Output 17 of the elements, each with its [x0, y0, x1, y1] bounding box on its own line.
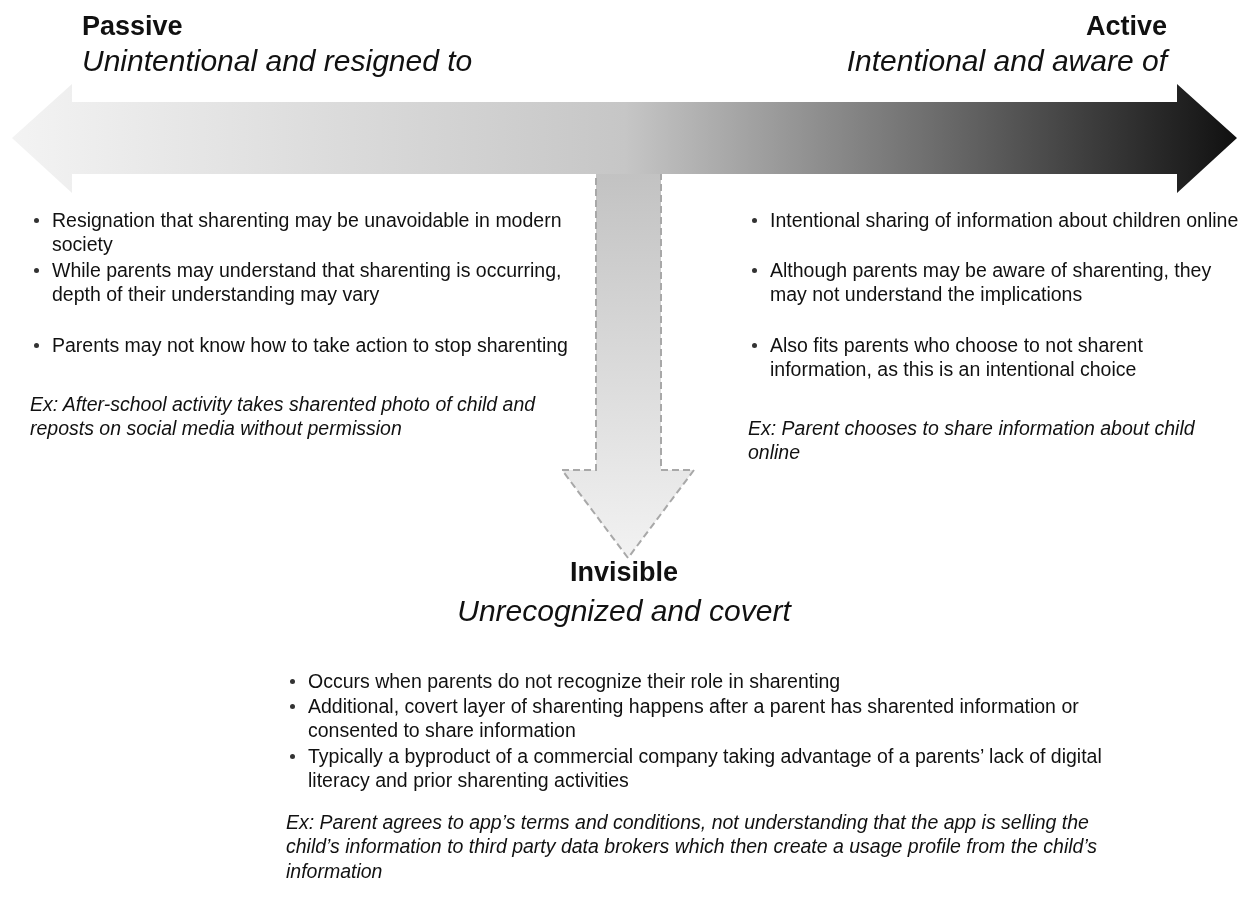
- subtitle: Unrecognized and covert: [456, 593, 793, 629]
- bullet-item: Occurs when parents do not recognize their role in sharenting: [286, 669, 1128, 694]
- example-text: Ex: After-school activity takes sharented photo of child and reposts on social media without permission: [30, 392, 537, 441]
- bullet-item: Although parents may be aware of sharenting, they may not understand the implications: [748, 258, 1249, 307]
- bullet-item: Typically a byproduct of a commercial company taking advantage of a parents’ lack of digital literacy and prior sharenting activities: [286, 744, 1128, 793]
- bullet-item: Also fits parents who choose to not sharent information, as this is an intentional choice: [748, 333, 1249, 382]
- example-text: Ex: Parent agrees to app’s terms and conditions, not understanding that the app is selling the child’s information to third party data brokers which then create a usage profile from the child’s information: [286, 810, 1099, 884]
- bullet-item: Additional, covert layer of sharenting happens after a parent has sharented information or consented to share information: [286, 694, 1128, 743]
- bullet-item: Parents may not know how to take action to stop sharenting: [30, 333, 572, 358]
- bullet-item: Resignation that sharenting may be unavoidable in modern society: [30, 208, 572, 257]
- heading: Active: [1084, 10, 1167, 43]
- bullet-item: Intentional sharing of information about children online: [748, 208, 1249, 233]
- subtitle: Unintentional and resigned to: [82, 43, 473, 79]
- example-text: Ex: Parent chooses to share information about child online: [748, 416, 1196, 465]
- heading: Invisible: [568, 556, 679, 589]
- bullet-item: While parents may understand that sharenting is occurring, depth of their understanding may vary: [30, 258, 572, 307]
- heading: Passive: [82, 10, 183, 43]
